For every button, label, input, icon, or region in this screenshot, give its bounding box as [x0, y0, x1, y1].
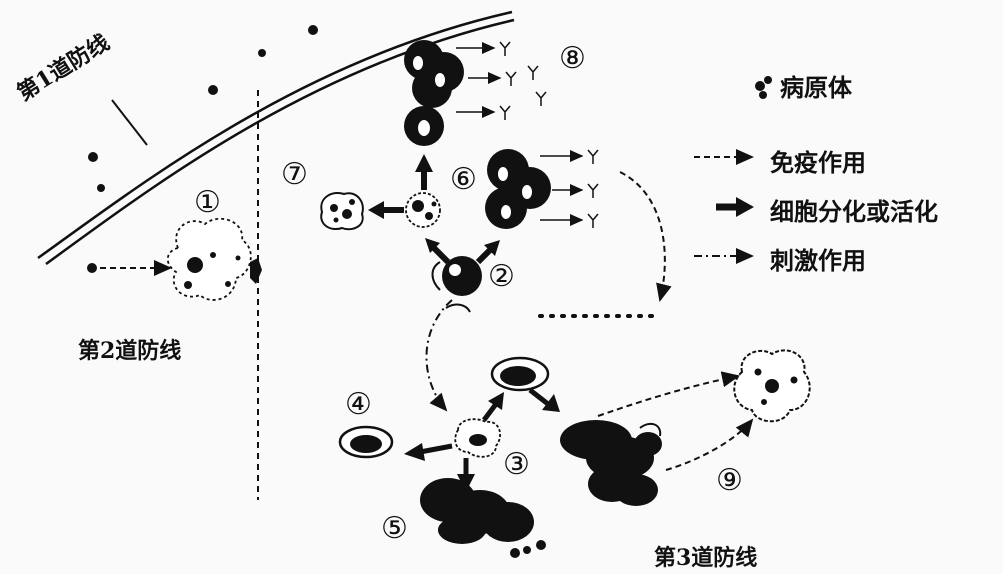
label-5: ⑤	[381, 511, 408, 546]
cell-cluster-8	[404, 40, 464, 146]
effector-cell-cluster	[560, 420, 662, 506]
thick-arrows-3	[404, 388, 560, 492]
target-cell	[733, 349, 811, 423]
helper-cell-6	[405, 192, 441, 228]
effector-tail	[639, 422, 662, 437]
attack-arrow-1	[597, 371, 740, 417]
phagocyte-cell-1	[166, 217, 252, 301]
label-9: ⑨	[716, 463, 743, 498]
label-6: ⑥	[450, 162, 477, 197]
label-7: ⑦	[281, 157, 308, 192]
pathogen-icon	[755, 76, 772, 99]
legend-differentiate: 细胞分化或活化	[770, 197, 938, 226]
immune-curve	[619, 171, 672, 302]
legend-immune: 免疫作用	[770, 148, 866, 177]
memory-cell	[490, 356, 550, 392]
second-line-label: 第2道防线	[78, 338, 182, 364]
edge-blob	[250, 258, 262, 284]
legend-stimulate: 刺激作用	[770, 246, 866, 275]
stimulate-curve	[425, 299, 453, 412]
third-line-label: 第3道防线	[654, 545, 758, 571]
attack-arrow-2	[665, 418, 754, 471]
label-8: ⑧	[559, 41, 586, 76]
cell-cluster-5	[420, 478, 546, 558]
pathogen-dots	[88, 25, 318, 192]
cell-3	[454, 418, 501, 458]
cell-4	[338, 425, 394, 459]
label-1: ①	[194, 185, 221, 220]
label-2: ②	[488, 259, 515, 294]
first-line-pointer	[111, 99, 148, 146]
antibody-arrows-8	[456, 41, 547, 120]
differentiate-legend-arrow	[716, 197, 754, 217]
legend-pathogen: 病原体	[780, 73, 852, 102]
thick-arrows	[368, 154, 500, 265]
label-3: ③	[503, 447, 530, 482]
center-cell-2	[431, 256, 482, 313]
pathogen-dot	[87, 263, 97, 273]
label-4: ④	[345, 387, 372, 422]
cell-7	[320, 192, 364, 231]
cell-cluster-6	[485, 149, 551, 229]
antibody-arrows-6	[540, 149, 599, 228]
